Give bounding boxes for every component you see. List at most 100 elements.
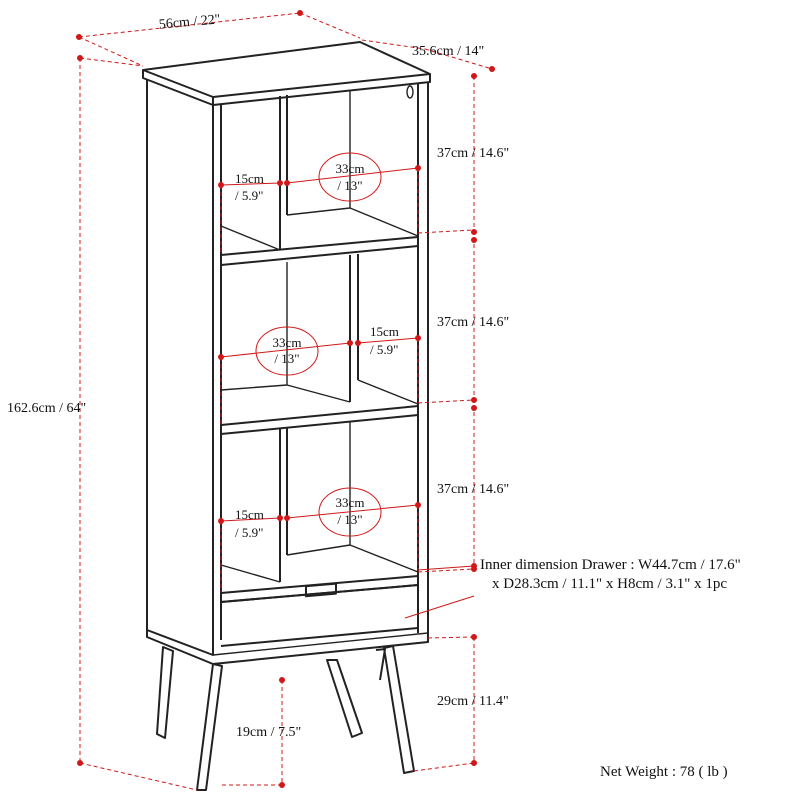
bottom-wide-cm: 33cm [336, 495, 365, 510]
drawer-note-line1: Inner dimension Drawer : W44.7cm / 17.6" [480, 557, 741, 573]
net-weight-label: Net Weight : 78 ( lb ) [600, 764, 728, 780]
width-ext-left [78, 36, 144, 67]
depth-ext [361, 39, 426, 50]
shelf-2 [220, 405, 419, 435]
bottom-narrow-in: / 5.9" [235, 525, 263, 540]
back-edge-2 [286, 207, 351, 216]
bottom-wide-in: / 13" [337, 512, 362, 527]
top-narrow-line [220, 182, 281, 186]
left-side-panel [146, 80, 214, 656]
top-front-edge [142, 70, 214, 106]
divider-middle [349, 254, 359, 402]
height-dot-bottom [77, 760, 83, 766]
back-edge-7 [220, 564, 281, 583]
drawer-leader-line [417, 565, 475, 571]
width-ext-right [299, 12, 361, 39]
back-edge-5 [286, 384, 351, 403]
bot-dot-3 [284, 515, 290, 521]
width-label: 56cm / 22" [158, 12, 221, 32]
shelf-height-top-label: 37cm / 14.6" [437, 146, 509, 161]
dimension-labels: 56cm / 22" 35.6cm / 14" 162.6cm / 64" 37… [7, 12, 741, 780]
top-knob [406, 85, 414, 99]
shelf-ext-2 [417, 399, 475, 404]
top-narrow-in: / 5.9" [235, 188, 263, 203]
top-wide-in: / 13" [337, 178, 362, 193]
middle-wide-callout [255, 326, 319, 376]
bookcase-drawing [142, 41, 431, 791]
leg-clearance-label: 19cm / 7.5" [236, 725, 301, 740]
width-dot-left [76, 34, 82, 40]
leg-front-left [196, 663, 223, 791]
mid-dot-4 [415, 335, 421, 341]
drawer-pointer-line [404, 595, 475, 619]
drawer-top-rail [220, 575, 419, 603]
width-dot-right [297, 10, 303, 16]
middle-wide-cm: 33cm [273, 335, 302, 350]
top-side-edge [212, 74, 431, 106]
shelf-dot-2 [471, 229, 477, 235]
back-edge-6 [357, 379, 419, 405]
shelf-dot-5 [471, 405, 477, 411]
drawer-front [220, 584, 419, 647]
back-edge-top [220, 225, 281, 251]
top-wide-cm: 33cm [336, 161, 365, 176]
bot-wide-line [286, 504, 419, 519]
depth-dim-line [424, 48, 493, 70]
leg-front-right [383, 645, 415, 774]
back-edge-3 [349, 207, 419, 237]
height-ext-top [79, 57, 144, 67]
mid-dot-2 [347, 340, 353, 346]
back-edge-8 [286, 544, 351, 556]
divider-top [279, 95, 288, 250]
height-dot-top [77, 55, 83, 61]
mid-wide-line [220, 342, 351, 358]
middle-narrow-cm: 15cm [370, 324, 399, 339]
middle-wide-in: / 13" [274, 351, 299, 366]
shelf-dot-3 [471, 237, 477, 243]
depth-label: 35.6cm / 14" [412, 44, 484, 59]
mid-dot-1 [218, 354, 224, 360]
top-dot-1 [218, 182, 224, 188]
top-dot-3 [284, 180, 290, 186]
height-label: 162.6cm / 64" [7, 401, 86, 416]
bottom-wide-callout [318, 487, 382, 537]
shelf-ext-1 [417, 229, 475, 234]
drawer-note-line2: x D28.3cm / 11.1" x H8cm / 3.1" x 1pc [492, 576, 727, 592]
width-dim-line [78, 12, 301, 38]
top-dot-2 [277, 180, 283, 186]
drawer-handle [305, 582, 337, 598]
middle-narrow-in: / 5.9" [370, 342, 398, 357]
back-edge-4 [220, 384, 288, 391]
drawer-dot [471, 563, 477, 569]
leg-back-left [156, 646, 174, 739]
leg-dot-bottom [471, 760, 477, 766]
bot-narrow-line [220, 517, 281, 522]
top-surface [142, 41, 431, 98]
mid-dot-3 [355, 340, 361, 346]
shelf-ext-3 [417, 568, 475, 573]
top-narrow-cm: 15cm [235, 171, 264, 186]
top-wide-line [286, 167, 419, 184]
leg-dot-top [471, 634, 477, 640]
leg-height-label: 29cm / 11.4" [437, 694, 509, 709]
back-edge-9 [349, 544, 419, 573]
leg-ext-bottom [413, 762, 475, 772]
height-ext-bottom [79, 762, 198, 791]
top-dot-4 [415, 165, 421, 171]
shelf-dot-1 [471, 73, 477, 79]
base-inner-edge [212, 632, 429, 656]
leg-back-right-2 [375, 648, 386, 681]
shelf-height-bottom-label: 37cm / 14.6" [437, 482, 509, 497]
depth-dot-right [489, 66, 495, 72]
bottom-narrow-cm: 15cm [235, 507, 264, 522]
bot-dot-4 [415, 502, 421, 508]
divider-bottom [279, 427, 288, 582]
leg-ext-top [427, 636, 475, 639]
shelf-height-middle-label: 37cm / 14.6" [437, 315, 509, 330]
dimension-lines [76, 10, 495, 791]
bot-dot-2 [277, 515, 283, 521]
top-wide-callout [318, 152, 382, 202]
mid-narrow-line [357, 337, 419, 344]
shelf-1 [220, 236, 419, 266]
